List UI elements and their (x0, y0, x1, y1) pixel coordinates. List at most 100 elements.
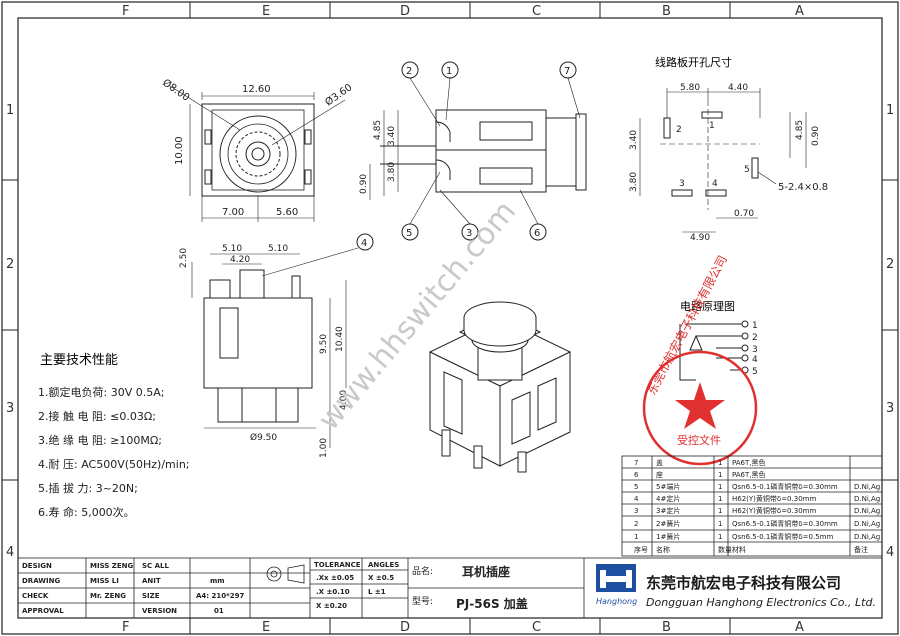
projection-symbol (266, 564, 305, 584)
col-label: D (400, 620, 410, 635)
dim-4-00: 4.00 (339, 390, 349, 410)
row-label: 2 (886, 257, 894, 272)
callout-1: 1 (446, 66, 452, 77)
dim-bottom-right: 5.60 (276, 207, 298, 218)
dia-base: Ø9.50 (250, 432, 277, 443)
pcb-layout (639, 88, 807, 233)
isometric-view (428, 301, 572, 473)
tb-drawing-name: MISS LI (90, 577, 119, 585)
bom-cell: D.Ni,Ag (854, 533, 880, 541)
pcb-pin-1: 1 (709, 121, 715, 131)
spec-item: 1.额定电负荷: 30V 0.5A; (38, 385, 164, 399)
col-label: B (662, 4, 671, 19)
bom-cell: Qsn6.5-0.1磷青铜带δ=0.30mm (732, 482, 838, 491)
tb-unit-val: mm (210, 577, 225, 585)
bom-cell: 1 (718, 483, 722, 491)
bom-cell: 1 (718, 520, 722, 528)
tb-design-name: MISS ZENG (90, 562, 133, 570)
col-label: C (532, 620, 541, 635)
bom-cell: 5#端片 (656, 482, 680, 491)
bom-table (621, 455, 883, 557)
stamp-text: 东莞市航宏电子科技有限公司 (643, 253, 729, 398)
schem-pin-5: 5 (752, 367, 758, 377)
front-view (169, 85, 346, 222)
schem-pin-3: 3 (752, 345, 758, 355)
tb-version: VERSION (142, 607, 177, 615)
row-label: 4 (886, 545, 894, 560)
callout-3: 3 (466, 228, 472, 239)
pcb-pin-3: 3 (679, 179, 685, 189)
slot-size: 5-2.4×0.8 (778, 182, 828, 193)
tb-size: SIZE (142, 592, 160, 600)
bom-header-cell: 数量 (718, 545, 732, 554)
inner-border (17, 17, 883, 619)
bom-cell: 1 (718, 507, 722, 515)
tb-size-val: A4: 210*297 (196, 592, 245, 600)
dim-4-20: 4.20 (230, 255, 250, 265)
dim-4-85: 4.85 (795, 120, 805, 140)
bom-header-cell: 材料 (732, 545, 746, 554)
company-name-en: Dongguan Hanghong Electronics Co., Ltd. (646, 596, 876, 609)
bom-cell: PA6T,黑色 (732, 470, 766, 479)
tb-ang1: X ±0.5 (368, 574, 394, 582)
bom-cell: 5 (634, 483, 638, 491)
bom-cell: PA6T,黑色 (732, 458, 766, 467)
col-label: E (262, 4, 270, 19)
tb-pname: 耳机插座 (462, 564, 510, 579)
pcb-pin-5: 5 (744, 165, 750, 175)
dim-5-80: 5.80 (680, 83, 700, 93)
dim-5-10-b: 5.10 (268, 244, 288, 254)
tb-check: CHECK (22, 592, 49, 600)
logo-text: Hanghong (596, 597, 637, 606)
callout-7: 7 (564, 66, 570, 77)
dim-0-90: 0.90 (811, 126, 821, 146)
bom-cell: 6 (634, 471, 639, 479)
bom-cell: 1 (718, 533, 722, 541)
dim-width: 12.60 (242, 84, 271, 95)
bom-cell: 7 (634, 459, 638, 467)
dim-3-40: 3.40 (629, 130, 639, 150)
tb-approval: APPROVAL (22, 607, 64, 615)
dim-height: 10.00 (174, 136, 185, 165)
bom-cell: H62(Y)黄铜带δ=0.30mm (732, 506, 816, 515)
callout-6: 6 (534, 228, 540, 239)
bom-cell: 1#簧片 (656, 532, 680, 541)
row-label: 1 (886, 103, 894, 118)
col-label: A (795, 4, 804, 19)
bom-cell: Qsn6.5-0.1磷青铜带δ=0.30mm (732, 519, 838, 528)
tb-angles: ANGLES (368, 561, 399, 569)
specs-title: 主要技术性能 (40, 353, 118, 368)
schem-pin-4: 4 (752, 355, 758, 365)
bom-cell: 1 (718, 471, 722, 479)
pcb-pin-4: 4 (712, 179, 718, 189)
grid-labels: F E D C B A F E D C B A 1 2 3 4 1 2 3 4 (6, 4, 894, 635)
tb-tolerance: TOLERANCE (314, 561, 361, 569)
spec-item: 3.绝 缘 电 阻: ≥100MΩ; (38, 433, 162, 447)
bom-cell: H62(Y)黄铜带δ=0.30mm (732, 494, 816, 503)
schem-pin-2: 2 (752, 333, 758, 343)
tb-tol3: X ±0.20 (316, 602, 347, 610)
row-label: 3 (886, 401, 894, 416)
col-label: E (262, 620, 270, 635)
callout-5: 5 (406, 228, 412, 239)
dim-5-10-a: 5.10 (222, 244, 242, 254)
bom-header-cell: 名称 (656, 545, 670, 554)
spec-item: 5.插 拔 力: 3~20N; (38, 481, 138, 495)
pcb-pin-2: 2 (676, 125, 682, 135)
col-label: D (400, 4, 410, 19)
tb-drawing: DRAWING (22, 577, 60, 585)
row-label: 2 (6, 257, 14, 272)
dim-bottom-left: 7.00 (222, 207, 244, 218)
tb-sc: SC ALL (142, 562, 169, 570)
bom-header-cell: 序号 (634, 545, 648, 554)
dim-3-80: 3.80 (629, 172, 639, 192)
dim-10-40: 10.40 (335, 326, 345, 352)
spec-item: 6.寿 命: 5,000次。 (38, 505, 135, 519)
bom-cell: D.Ni,Ag (854, 520, 880, 528)
schem-pin-1: 1 (752, 321, 758, 331)
col-label: C (532, 4, 541, 19)
dim-4-40: 4.40 (728, 83, 748, 93)
